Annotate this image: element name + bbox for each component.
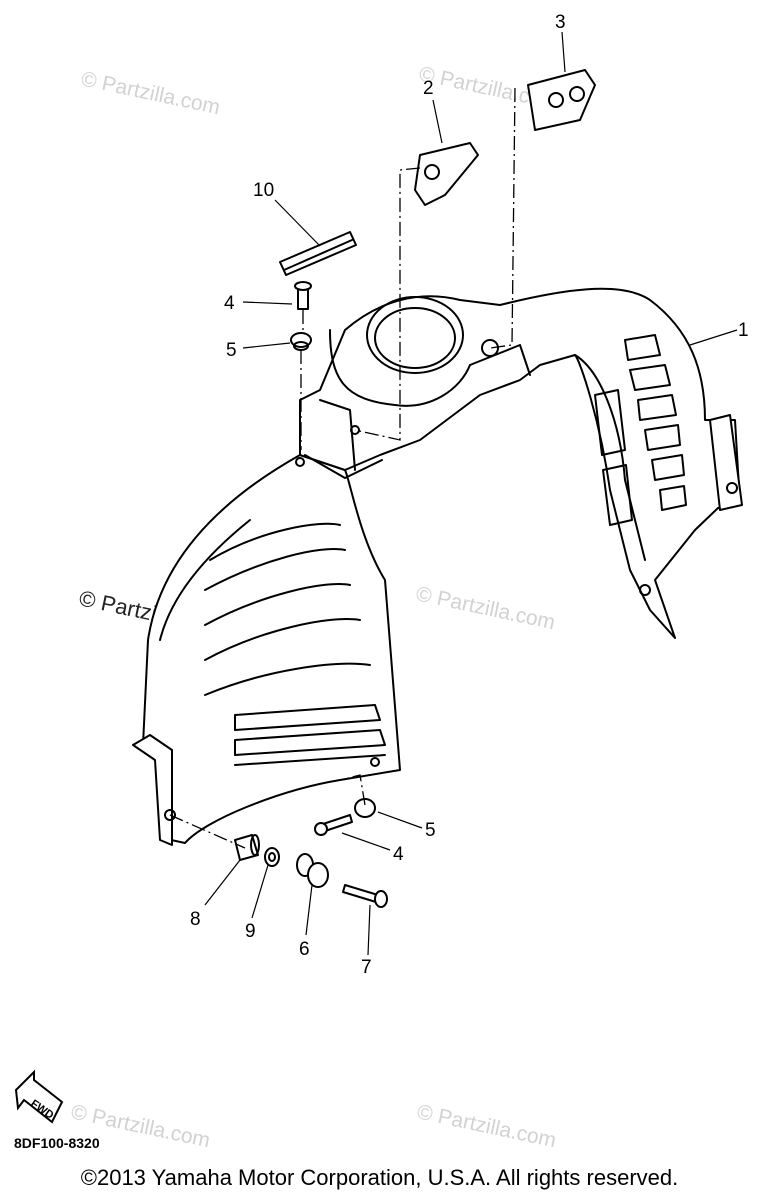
- grommet-part-6: [296, 853, 329, 888]
- screw-part-4-bottom: [314, 814, 353, 836]
- callout-5-bottom: 5: [425, 820, 436, 841]
- watermark: © Partzilla.com: [79, 67, 222, 119]
- pad-part-10: [279, 231, 357, 276]
- callout-3: 3: [555, 12, 566, 33]
- watermark: © Partzilla.com: [415, 1100, 558, 1152]
- callout-4-top: 4: [224, 293, 235, 314]
- screw-part-4-top: [294, 281, 312, 310]
- grommet-part-5-bottom: [354, 798, 376, 818]
- fwd-arrow-icon: FWD: [14, 1069, 64, 1124]
- callout-2: 2: [423, 78, 434, 99]
- callout-1: 1: [738, 320, 749, 341]
- plate-part-3: [527, 69, 596, 131]
- front-cover-part: [132, 287, 743, 846]
- callout-6: 6: [299, 939, 310, 960]
- bolt-part-7: [342, 884, 388, 908]
- callout-4-bottom: 4: [393, 844, 404, 865]
- assembly-lines: [169, 87, 516, 849]
- copyright-notice: ©2013 Yamaha Motor Corporation, U.S.A. A…: [80, 1165, 679, 1190]
- washer-part-9: [264, 847, 280, 867]
- watermark: © Partzilla.com: [414, 582, 557, 634]
- callout-7: 7: [361, 957, 372, 978]
- part-code: 8DF100-8320: [14, 1135, 100, 1151]
- bracket-part-2: [414, 142, 479, 206]
- collar-part-8: [234, 834, 260, 861]
- leader-lines: [204, 31, 738, 956]
- callout-5-top: 5: [226, 340, 237, 361]
- callout-10: 10: [253, 180, 274, 201]
- grommet-part-5-top: [290, 332, 312, 351]
- callout-9: 9: [245, 921, 256, 942]
- callout-8: 8: [190, 909, 201, 930]
